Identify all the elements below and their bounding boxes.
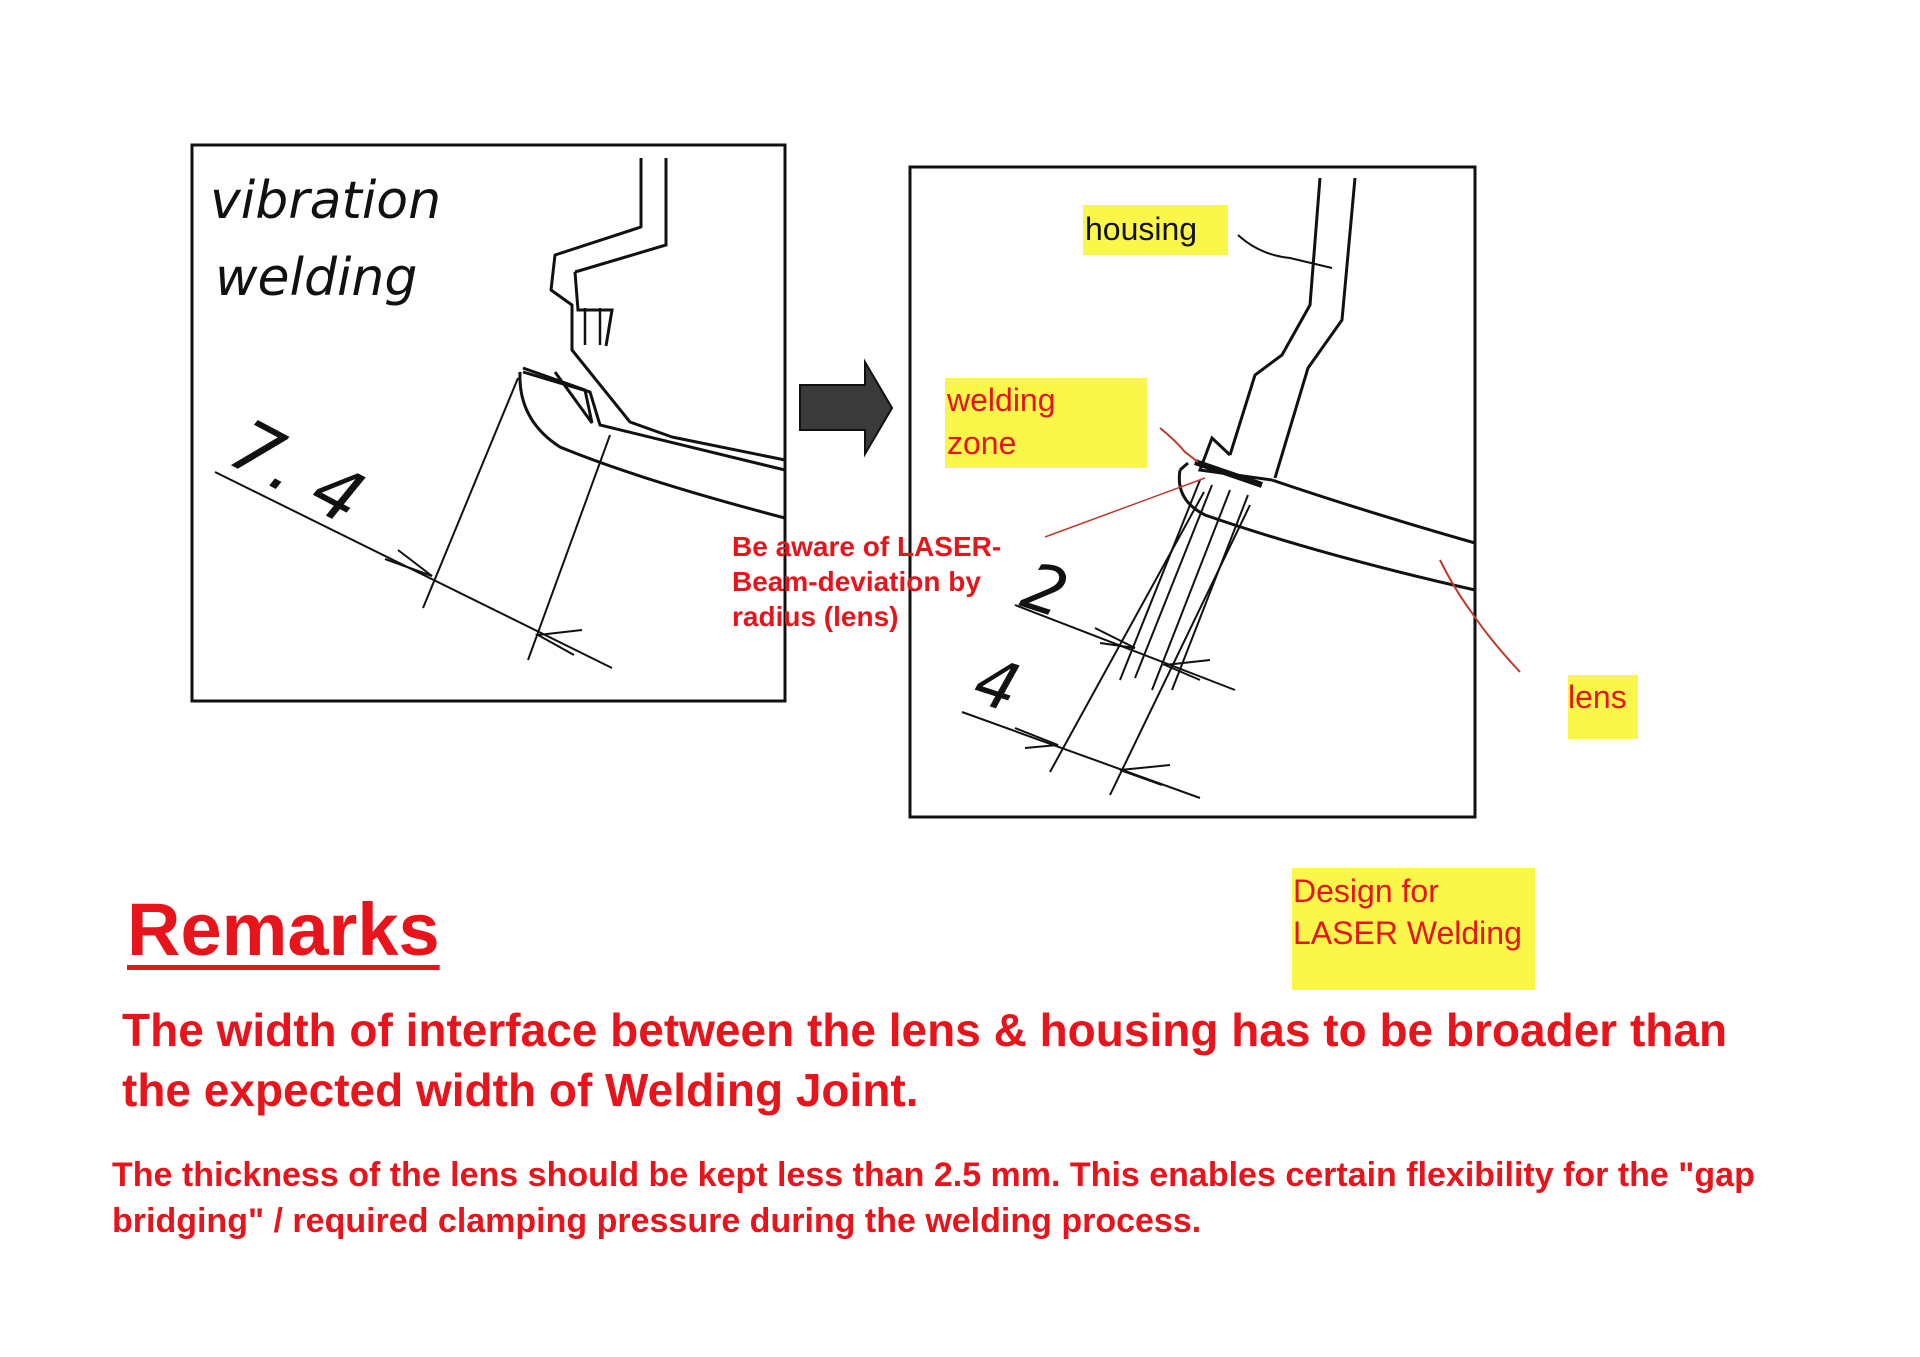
welding-label: welding — [215, 248, 417, 308]
left-weld-lip — [573, 271, 614, 347]
housing-leader-line — [1237, 234, 1333, 269]
right-lens-top — [1271, 478, 1476, 545]
design-label-highlight — [1292, 868, 1535, 990]
right-dimension-arrow-upper-1 — [1094, 627, 1136, 649]
left-projection-line-2 — [527, 434, 611, 661]
right-housing-outer — [1228, 177, 1322, 456]
left-dimension-arrow-1 — [384, 549, 433, 577]
right-housing-inner — [1273, 177, 1357, 479]
right-panel-frame — [908, 165, 1477, 819]
welding-zone-highlight — [945, 378, 1147, 468]
left-lens-top — [522, 370, 786, 472]
left-housing-outline — [549, 158, 786, 462]
right-lens-bottom — [1177, 469, 1476, 592]
housing-label: housing — [1085, 211, 1197, 247]
laser-welding-panel: 2 4 — [908, 165, 1477, 819]
lens-label: lens — [1568, 679, 1627, 715]
right-projection-line-6 — [1109, 504, 1251, 796]
right-dimension-arrow-lower-2 — [1119, 764, 1171, 786]
lens-label-highlight — [1568, 675, 1638, 739]
remarks-heading: Remarks — [127, 888, 440, 971]
left-housing-inner — [574, 158, 668, 274]
right-dimension-arrow-lower-1 — [1014, 727, 1059, 749]
left-dimension-value: 7. 4 — [217, 403, 378, 542]
right-dimension-value-lower: 4 — [965, 642, 1029, 728]
right-dimension-value-upper: 2 — [1013, 547, 1077, 633]
remarks-main-text: The width of interface between the lens … — [122, 1004, 1728, 1116]
transition-arrow — [799, 358, 894, 458]
left-projection-line-1 — [422, 377, 519, 609]
right-dimension-arrow-upper-2 — [1161, 659, 1211, 681]
right-projection-line-2 — [1134, 484, 1213, 679]
warning-line-1: Be aware of LASER- — [732, 531, 1001, 562]
welding-zone-label-line2: zone — [947, 425, 1016, 461]
left-panel-frame — [190, 143, 787, 703]
warning-line-2: Beam-deviation by — [732, 566, 981, 597]
design-label-line2: LASER Welding — [1293, 915, 1522, 951]
lens-leader-line — [1439, 559, 1521, 673]
right-projection-line-3 — [1151, 489, 1231, 691]
right-lens-edge — [1179, 461, 1189, 472]
vibration-welding-panel: vibration welding 7. 4 — [190, 143, 787, 703]
right-weld-seam — [1194, 459, 1263, 488]
warning-line-3: radius (lens) — [732, 601, 898, 632]
vibration-label: vibration — [210, 171, 441, 231]
remarks-note-text: The thickness of the lens should be kept… — [112, 1156, 1755, 1240]
right-projection-line-5 — [1049, 491, 1205, 773]
design-label-line1: Design for — [1293, 873, 1439, 909]
welding-zone-leader-line — [1159, 427, 1199, 463]
housing-label-highlight — [1083, 205, 1228, 255]
welding-zone-label-line1: welding — [946, 382, 1056, 418]
left-weld-lip-inner — [583, 308, 602, 345]
warning-leader-line — [1044, 477, 1206, 538]
left-dimension-arrow-2 — [534, 629, 583, 656]
right-projection-line-4 — [1171, 494, 1249, 691]
left-lens-outline — [518, 366, 786, 520]
